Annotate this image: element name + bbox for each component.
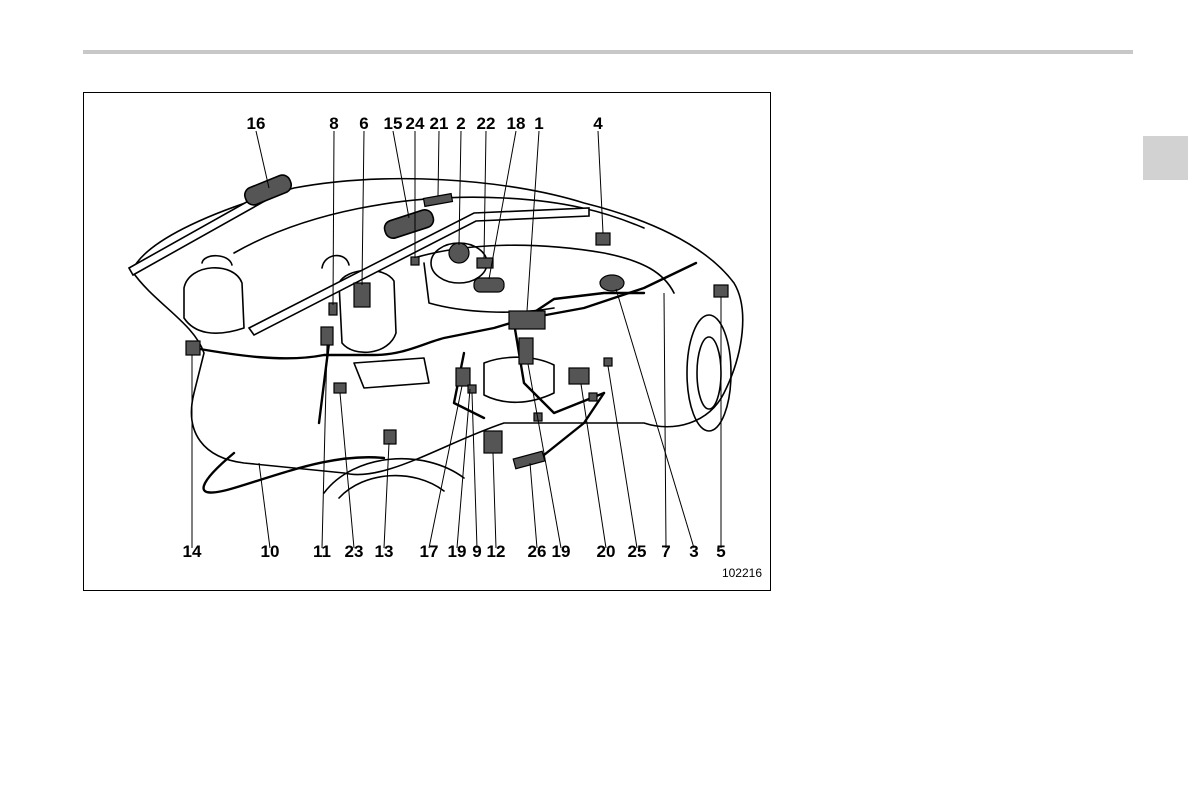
callout-18: 18 <box>507 115 526 132</box>
callout-26: 26 <box>528 543 547 560</box>
component-13 <box>384 430 396 444</box>
component-25 <box>604 358 612 366</box>
roof-line <box>234 197 644 253</box>
callout-15: 15 <box>384 115 403 132</box>
airbag-module-15 <box>382 208 435 241</box>
component-4 <box>596 233 610 245</box>
callout-11: 11 <box>313 543 331 560</box>
callout-21: 21 <box>430 115 449 132</box>
component-9 <box>468 385 476 393</box>
callout-8: 8 <box>329 115 338 132</box>
callout-12: 12 <box>487 543 506 560</box>
component-11 <box>321 327 333 345</box>
callout-6: 6 <box>359 115 368 132</box>
callout-23: 23 <box>345 543 364 560</box>
component-24 <box>411 257 419 265</box>
callout-22: 22 <box>477 115 496 132</box>
callout-25: 25 <box>628 543 647 560</box>
component-2 <box>449 243 469 263</box>
component-7 <box>589 393 597 401</box>
header-rule <box>83 50 1133 54</box>
callout-19-b: 19 <box>552 543 571 560</box>
component-3 <box>600 275 624 291</box>
callout-24: 24 <box>406 115 425 132</box>
callout-20: 20 <box>597 543 616 560</box>
rear-seat <box>184 268 244 333</box>
vehicle-cutaway-illustration <box>84 93 771 591</box>
callout-14: 14 <box>183 543 202 560</box>
callout-7: 7 <box>661 543 670 560</box>
component-20 <box>569 368 589 384</box>
component-19a <box>519 338 533 364</box>
callout-10: 10 <box>261 543 280 560</box>
figure-id: 102216 <box>722 566 762 580</box>
callout-13: 13 <box>375 543 394 560</box>
callout-5: 5 <box>716 543 725 560</box>
component-1 <box>509 311 545 329</box>
callout-3: 3 <box>689 543 698 560</box>
callout-1: 1 <box>534 115 543 132</box>
airbag-module-16 <box>242 173 293 208</box>
callout-2: 2 <box>456 115 465 132</box>
airbag-system-diagram: 16 8 6 15 24 21 2 22 18 1 4 14 10 11 23 … <box>83 92 771 591</box>
component-18 <box>474 278 504 292</box>
section-tab <box>1143 136 1188 180</box>
component-6 <box>354 283 370 307</box>
callout-19: 19 <box>448 543 467 560</box>
component-23 <box>334 383 346 393</box>
component-14 <box>186 341 200 355</box>
callout-9: 9 <box>472 543 481 560</box>
component-17 <box>456 368 470 386</box>
component-12 <box>484 431 502 453</box>
front-wheel <box>687 315 731 431</box>
component-5 <box>714 285 728 297</box>
harness-rear-loop <box>204 453 384 493</box>
component-22 <box>477 258 493 268</box>
component-26 <box>513 451 545 468</box>
callout-4: 4 <box>593 115 602 132</box>
callout-17: 17 <box>420 543 439 560</box>
callout-16: 16 <box>247 115 266 132</box>
